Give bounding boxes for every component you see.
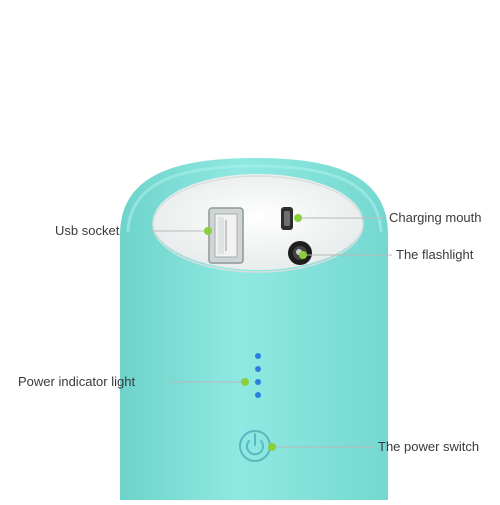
callout-dot-usb-socket [204, 227, 212, 235]
label-power-indicator: Power indicator light [18, 374, 136, 389]
label-power-switch: The power switch [378, 439, 480, 454]
led-dot [255, 353, 261, 359]
label-usb-socket: Usb socket [55, 223, 120, 238]
top-face [152, 174, 364, 273]
usb-socket-port [208, 207, 244, 264]
led-dot [255, 379, 261, 385]
callout-dot-power-switch [268, 443, 276, 451]
led-dot [255, 392, 261, 398]
callout-dot-flashlight [299, 251, 307, 259]
leader-lines [150, 217, 392, 448]
callout-dot-charging-mouth [294, 214, 302, 222]
callout-dots [204, 214, 307, 451]
callout-dot-power-indicator [241, 378, 249, 386]
led-dot [255, 366, 261, 372]
charging-port [281, 207, 293, 230]
label-flashlight: The flashlight [396, 247, 474, 262]
label-charging-mouth: Charging mouth [389, 210, 482, 225]
power-indicator-leds [255, 353, 261, 398]
